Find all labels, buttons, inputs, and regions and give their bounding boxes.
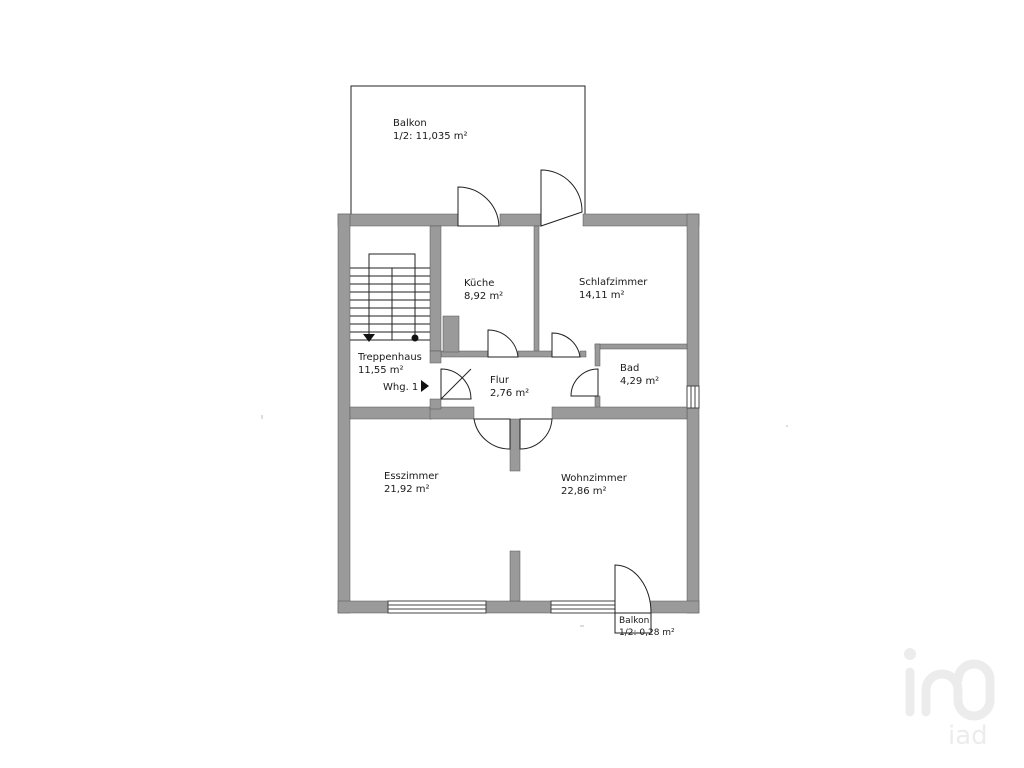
room-label-wohnzimmer: Wohnzimmer 22,86 m² <box>561 472 627 498</box>
room-name: Balkon <box>619 616 650 626</box>
stair-direction-arrow <box>363 334 375 342</box>
room-area: 14,11 m² <box>579 290 625 301</box>
room-name: Esszimmer <box>384 471 439 482</box>
room-label-schlafzimmer: Schlafzimmer 14,11 m² <box>579 276 647 302</box>
room-label-whg: Whg. 1 <box>383 381 418 394</box>
room-label-balkon-bottom: Balkon 1/2: 0,28 m² <box>619 615 675 639</box>
outer-walls <box>337 213 700 614</box>
kitchen-counter <box>442 315 460 353</box>
room-label-flur: Flur 2,76 m² <box>490 374 529 400</box>
room-name: Treppenhaus <box>358 352 422 363</box>
room-area: 1/2: 11,035 m² <box>393 131 468 142</box>
room-label-kueche: Küche 8,92 m² <box>464 277 503 303</box>
room-name: Bad <box>620 363 640 374</box>
logo-text: iad <box>948 721 988 750</box>
room-area: 4,29 m² <box>620 376 660 387</box>
room-name: Wohnzimmer <box>561 473 627 484</box>
stairs <box>350 253 430 341</box>
balcony-top-outline <box>350 85 586 214</box>
windows-bottom <box>387 600 616 614</box>
room-area: 11,55 m² <box>358 365 404 376</box>
iad-logo-icon: iad <box>900 640 1010 751</box>
room-label-esszimmer: Esszimmer 21,92 m² <box>384 470 439 496</box>
balcony-bottom-outline <box>614 613 652 634</box>
room-label-bad: Bad 4,29 m² <box>620 362 659 388</box>
room-name: Whg. 1 <box>383 382 419 393</box>
window-bad <box>686 385 700 409</box>
stair-start-dot <box>411 334 419 342</box>
room-area: 21,92 m² <box>384 484 430 495</box>
room-name: Küche <box>464 278 495 289</box>
room-area: 22,86 m² <box>561 486 607 497</box>
apartment-entry-arrow <box>421 380 429 392</box>
room-area: 1/2: 0,28 m² <box>619 628 675 638</box>
room-label-treppenhaus: Treppenhaus 11,55 m² <box>358 351 422 377</box>
room-name: Balkon <box>393 118 427 129</box>
stray-marks <box>261 415 788 627</box>
doors <box>440 169 652 633</box>
room-label-balkon-top: Balkon 1/2: 11,035 m² <box>393 117 468 143</box>
room-area: 2,76 m² <box>490 388 530 399</box>
room-area: 8,92 m² <box>464 291 504 302</box>
room-name: Schlafzimmer <box>579 277 648 288</box>
room-name: Flur <box>490 375 509 386</box>
interior-walls <box>349 225 688 602</box>
